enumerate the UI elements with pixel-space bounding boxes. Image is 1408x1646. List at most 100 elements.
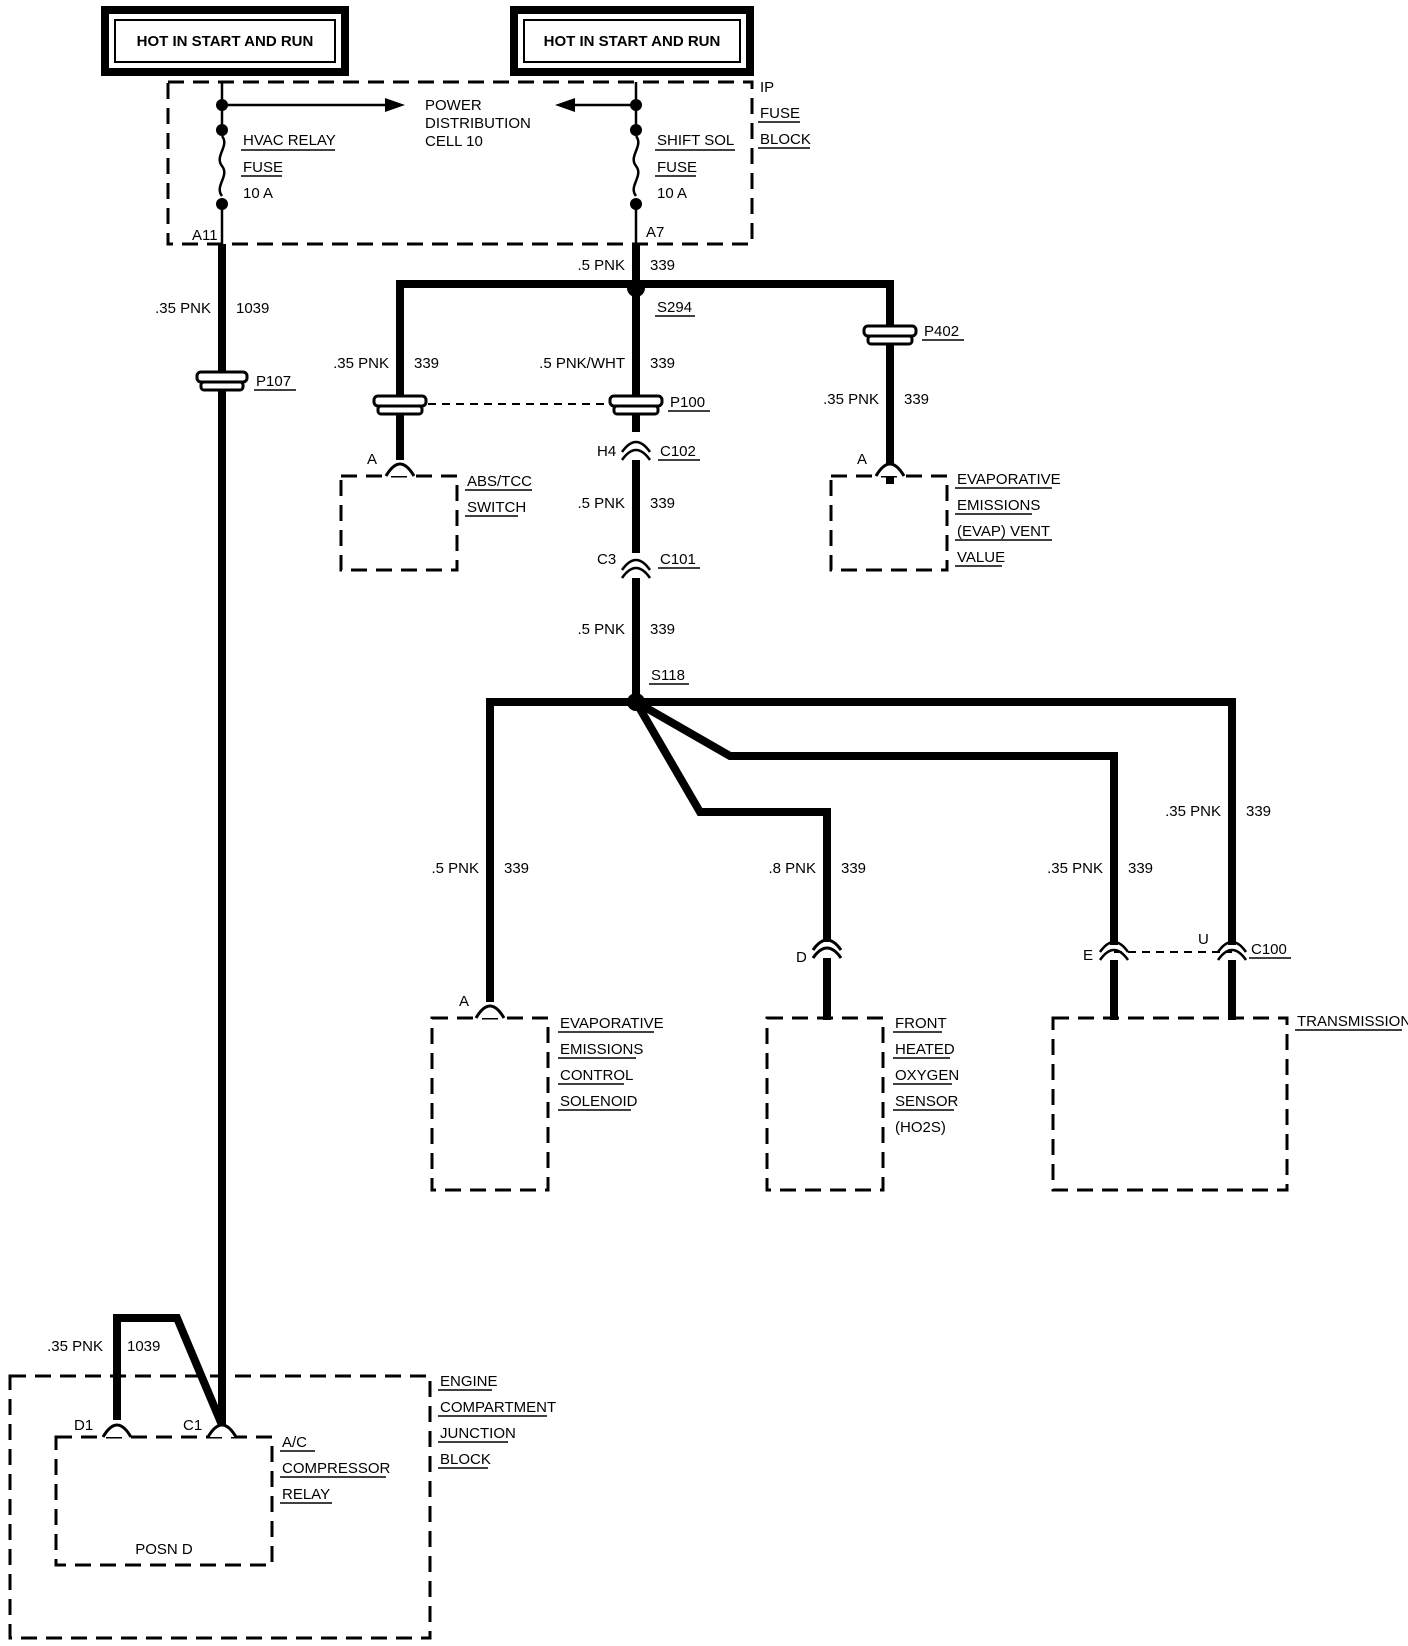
right-fuse-type: FUSE bbox=[657, 159, 697, 176]
wire-label-gauge: .35 PNK bbox=[1047, 860, 1103, 877]
ho2s-line-4: SENSOR bbox=[895, 1093, 959, 1110]
wires bbox=[113, 244, 1236, 1427]
engine-block-line-4: BLOCK bbox=[440, 1451, 491, 1468]
right-fuse-name: SHIFT SOL bbox=[657, 132, 734, 149]
transmission-label: TRANSMISSION bbox=[1297, 1013, 1408, 1030]
left-fuse-rating: 10 A bbox=[243, 185, 273, 202]
wire-label-circuit: 339 bbox=[414, 355, 439, 372]
power-source-left: HOT IN START AND RUN bbox=[101, 6, 349, 76]
wire-label-circuit: 1039 bbox=[127, 1338, 160, 1355]
wire-label-circuit: 339 bbox=[504, 860, 529, 877]
relay-line-1: A/C bbox=[282, 1434, 307, 1451]
wire-label-gauge: .35 PNK bbox=[155, 300, 211, 317]
pass-through-p100: P100 bbox=[372, 394, 710, 416]
c100-pin-u: U bbox=[1198, 931, 1209, 948]
c100-pin-e: E bbox=[1083, 947, 1093, 964]
ho2s-line-5: (HO2S) bbox=[895, 1119, 946, 1136]
power-source-right-label: HOT IN START AND RUN bbox=[544, 33, 721, 50]
abs-tcc-line-1: ABS/TCC bbox=[467, 473, 532, 490]
wire-label-gauge: .35 PNK bbox=[1165, 803, 1221, 820]
wire-label-circuit: 339 bbox=[1246, 803, 1271, 820]
ho2s-line-1: FRONT bbox=[895, 1015, 947, 1032]
ho2s-line-3: OXYGEN bbox=[895, 1067, 959, 1084]
wire-label-gauge: .5 PNK/WHT bbox=[539, 355, 625, 372]
evap-solenoid-pin: A bbox=[459, 993, 469, 1010]
wire-label-gauge: .35 PNK bbox=[823, 391, 879, 408]
evap-control-solenoid: A EVAPORATIVE EMISSIONS CONTROL SOLENOID bbox=[430, 993, 664, 1192]
wire-label-circuit: 339 bbox=[650, 355, 675, 372]
c102-pin: H4 bbox=[597, 443, 616, 460]
engine-block-line-2: COMPARTMENT bbox=[440, 1399, 556, 1416]
wire-label-gauge: .35 PNK bbox=[333, 355, 389, 372]
right-fuse-terminal: A7 bbox=[646, 224, 664, 241]
right-fuse-rating: 10 A bbox=[657, 185, 687, 202]
relay-line-3: RELAY bbox=[282, 1486, 330, 1503]
wire-label-gauge: .5 PNK bbox=[577, 621, 625, 638]
pass-through-p107: P107 bbox=[195, 370, 296, 392]
p402-label: P402 bbox=[924, 323, 959, 340]
c101-label: C101 bbox=[660, 551, 696, 568]
ho2s-line-2: HEATED bbox=[895, 1041, 955, 1058]
wire-label-circuit: 339 bbox=[1128, 860, 1153, 877]
evap-vent-line-2: EMISSIONS bbox=[957, 497, 1040, 514]
wire-label-gauge: .5 PNK bbox=[431, 860, 479, 877]
evap-vent-valve: A EVAPORATIVE EMISSIONS (EVAP) VENT VALU… bbox=[829, 451, 1061, 572]
evap-vent-line-1: EVAPORATIVE bbox=[957, 471, 1061, 488]
power-source-left-label: HOT IN START AND RUN bbox=[137, 33, 314, 50]
engine-compartment-junction-block: ENGINE COMPARTMENT JUNCTION BLOCK bbox=[8, 1373, 556, 1640]
fuse-block-name-1: IP bbox=[760, 79, 774, 96]
p107-label: P107 bbox=[256, 373, 291, 390]
wire-label-circuit: 339 bbox=[904, 391, 929, 408]
evap-vent-line-4: VALUE bbox=[957, 549, 1005, 566]
wire-label-circuit: 339 bbox=[650, 495, 675, 512]
splice-s294: S294 bbox=[627, 279, 695, 317]
evap-solenoid-line-1: EVAPORATIVE bbox=[560, 1015, 664, 1032]
front-heated-oxygen-sensor: D FRONT HEATED OXYGEN SENSOR (HO2S) bbox=[765, 938, 959, 1192]
splice-s118-label: S118 bbox=[651, 667, 685, 684]
ac-compressor-relay: D1 C1 A/C COMPRESSOR RELAY POSN D bbox=[54, 1417, 391, 1567]
left-fuse-terminal: A11 bbox=[192, 227, 218, 244]
relay-pin-c1: C1 bbox=[183, 1417, 202, 1434]
connector-c102: H4 C102 bbox=[597, 440, 700, 461]
engine-block-line-3: JUNCTION bbox=[440, 1425, 516, 1442]
evap-vent-pin: A bbox=[857, 451, 867, 468]
wire-label-circuit: 1039 bbox=[236, 300, 269, 317]
wire-label-gauge: .8 PNK bbox=[768, 860, 816, 877]
evap-solenoid-line-2: EMISSIONS bbox=[560, 1041, 643, 1058]
c101-pin: C3 bbox=[597, 551, 616, 568]
wire-label-gauge: .35 PNK bbox=[47, 1338, 103, 1355]
ho2s-pin: D bbox=[796, 949, 807, 966]
abs-tcc-line-2: SWITCH bbox=[467, 499, 526, 516]
power-source-right: HOT IN START AND RUN bbox=[510, 6, 754, 76]
fuse-block-name-2: FUSE bbox=[760, 105, 800, 122]
evap-solenoid-line-4: SOLENOID bbox=[560, 1093, 638, 1110]
abs-tcc-pin: A bbox=[367, 451, 377, 468]
relay-line-2: COMPRESSOR bbox=[282, 1460, 391, 1477]
c102-label: C102 bbox=[660, 443, 696, 460]
engine-block-line-1: ENGINE bbox=[440, 1373, 498, 1390]
left-fuse-name: HVAC RELAY bbox=[243, 132, 336, 149]
wire-labels: .5 PNK 339 .35 PNK 1039 .35 PNK 339 .5 P… bbox=[47, 257, 1271, 1355]
c100-label: C100 bbox=[1251, 941, 1287, 958]
abs-tcc-switch: A ABS/TCC SWITCH bbox=[339, 451, 532, 572]
wire-label-gauge: .5 PNK bbox=[577, 495, 625, 512]
wire-label-circuit: 339 bbox=[650, 621, 675, 638]
wire-label-gauge: .5 PNK bbox=[577, 257, 625, 274]
power-dist-line-3: CELL 10 bbox=[425, 133, 483, 150]
ip-fuse-block: IP FUSE BLOCK POWER DISTRIBUTION CELL 10… bbox=[166, 79, 811, 246]
power-dist-line-1: POWER bbox=[425, 97, 482, 114]
relay-pin-d1: D1 bbox=[74, 1417, 93, 1434]
evap-solenoid-line-3: CONTROL bbox=[560, 1067, 633, 1084]
fuse-block-name-3: BLOCK bbox=[760, 131, 811, 148]
connector-c101: C3 C101 bbox=[597, 551, 700, 579]
left-fuse-type: FUSE bbox=[243, 159, 283, 176]
transmission: TRANSMISSION bbox=[1051, 1013, 1408, 1192]
splice-s294-label: S294 bbox=[657, 299, 692, 316]
pass-through-p402: P402 bbox=[862, 323, 964, 346]
connector-c100: E U C100 bbox=[1083, 931, 1291, 964]
splice-s118: S118 bbox=[627, 667, 689, 711]
wire-label-circuit: 339 bbox=[650, 257, 675, 274]
wire-label-circuit: 339 bbox=[841, 860, 866, 877]
evap-vent-line-3: (EVAP) VENT bbox=[957, 523, 1050, 540]
